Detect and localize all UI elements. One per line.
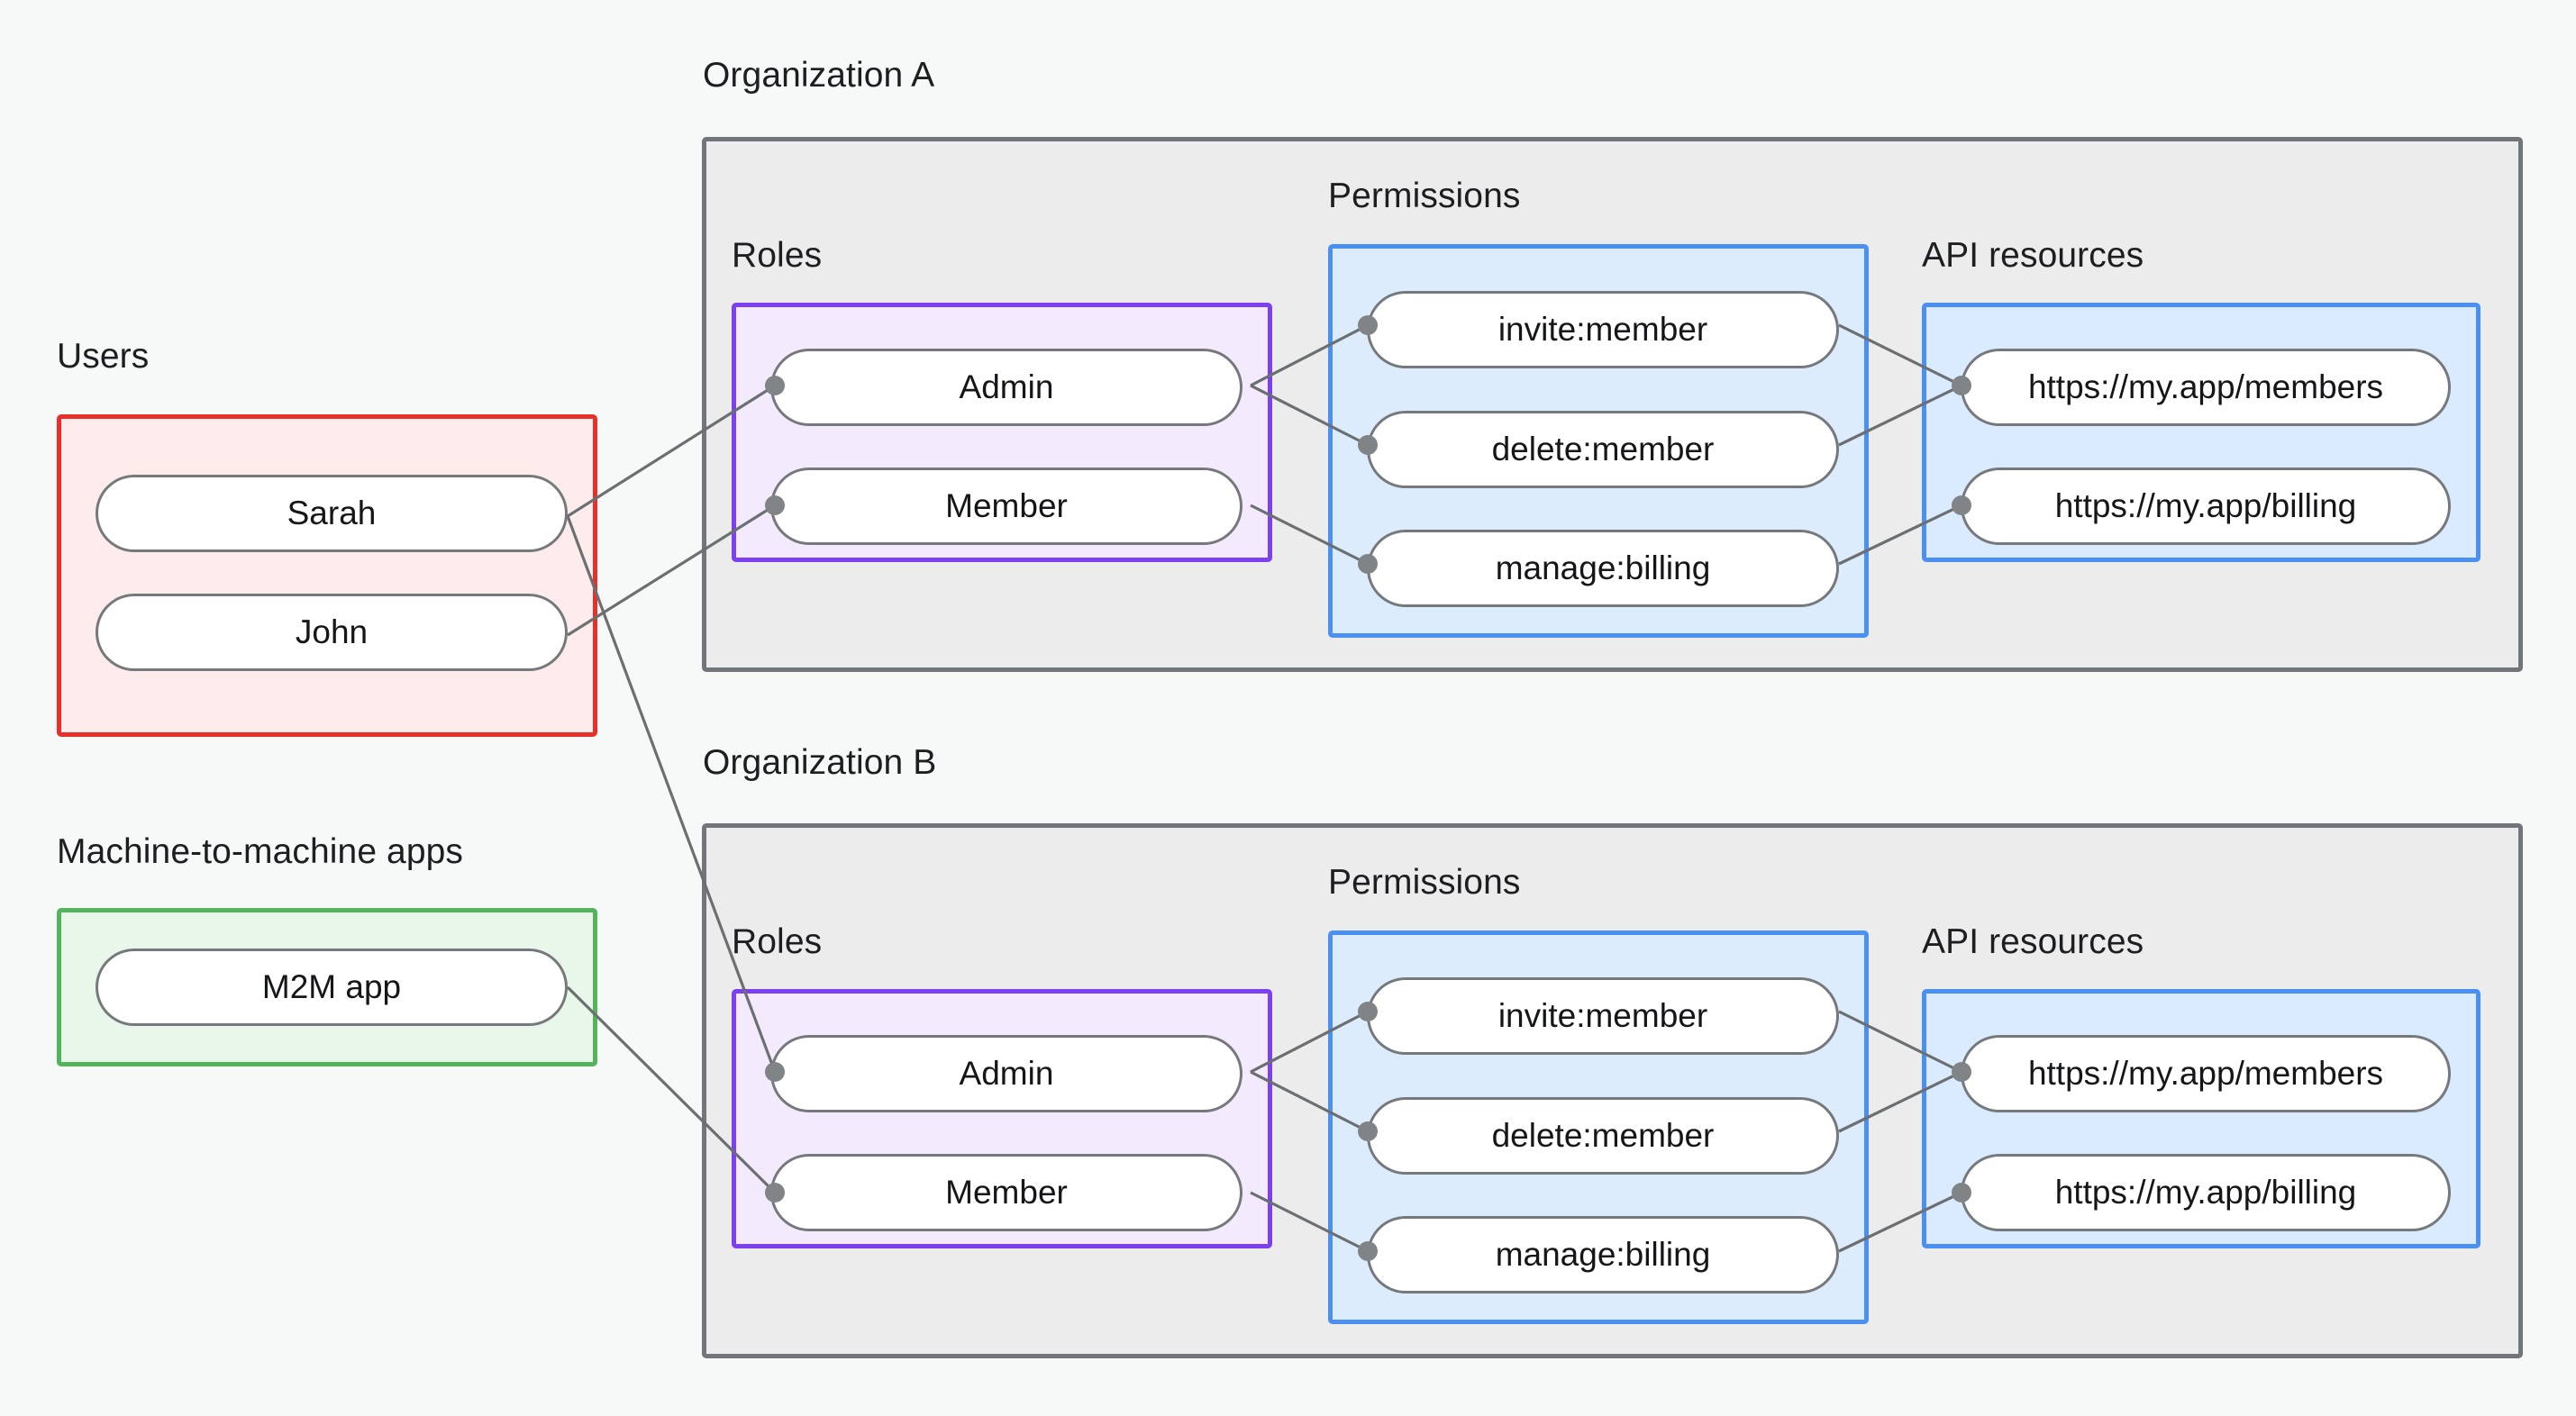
org-b-label: Organization B <box>703 743 937 782</box>
m2m-node-app[interactable]: M2M app <box>96 949 568 1026</box>
org-b-api-container: https://my.app/members https://my.app/bi… <box>1922 989 2480 1248</box>
org-a-label: Organization A <box>703 56 935 95</box>
user-node-john[interactable]: John <box>96 594 568 671</box>
m2m-container: M2M app <box>57 908 597 1067</box>
org-b-api-label: API resources <box>1922 922 2144 961</box>
users-container: Sarah John <box>57 414 597 737</box>
org-a-api-billing[interactable]: https://my.app/billing <box>1961 467 2451 545</box>
org-b-permission-delete-member[interactable]: delete:member <box>1367 1097 1839 1175</box>
org-b-api-members[interactable]: https://my.app/members <box>1961 1035 2451 1112</box>
org-a-permission-invite-member[interactable]: invite:member <box>1367 291 1839 368</box>
user-node-sarah[interactable]: Sarah <box>96 475 568 552</box>
users-group-label: Users <box>57 337 150 376</box>
m2m-group-label: Machine-to-machine apps <box>57 832 464 871</box>
org-a-role-admin[interactable]: Admin <box>770 349 1242 426</box>
org-a-role-member[interactable]: Member <box>770 467 1242 545</box>
org-b-permission-manage-billing[interactable]: manage:billing <box>1367 1216 1839 1293</box>
org-b-role-member[interactable]: Member <box>770 1154 1242 1231</box>
org-a-permissions-label: Permissions <box>1328 177 1521 215</box>
org-a-api-label: API resources <box>1922 236 2144 275</box>
org-b-permissions-container: invite:member delete:member manage:billi… <box>1328 930 1869 1324</box>
org-a-api-members[interactable]: https://my.app/members <box>1961 349 2451 426</box>
org-b-api-billing[interactable]: https://my.app/billing <box>1961 1154 2451 1231</box>
org-b-permissions-label: Permissions <box>1328 863 1521 902</box>
org-b-permission-invite-member[interactable]: invite:member <box>1367 977 1839 1055</box>
org-a-roles-container: Admin Member <box>732 303 1272 562</box>
org-b-role-admin[interactable]: Admin <box>770 1035 1242 1112</box>
org-a-permissions-container: invite:member delete:member manage:billi… <box>1328 244 1869 638</box>
org-a-api-container: https://my.app/members https://my.app/bi… <box>1922 303 2480 562</box>
org-a-permission-delete-member[interactable]: delete:member <box>1367 411 1839 488</box>
org-a-roles-label: Roles <box>732 236 823 275</box>
org-a-permission-manage-billing[interactable]: manage:billing <box>1367 530 1839 607</box>
org-b-roles-container: Admin Member <box>732 989 1272 1248</box>
org-b-roles-label: Roles <box>732 922 823 961</box>
